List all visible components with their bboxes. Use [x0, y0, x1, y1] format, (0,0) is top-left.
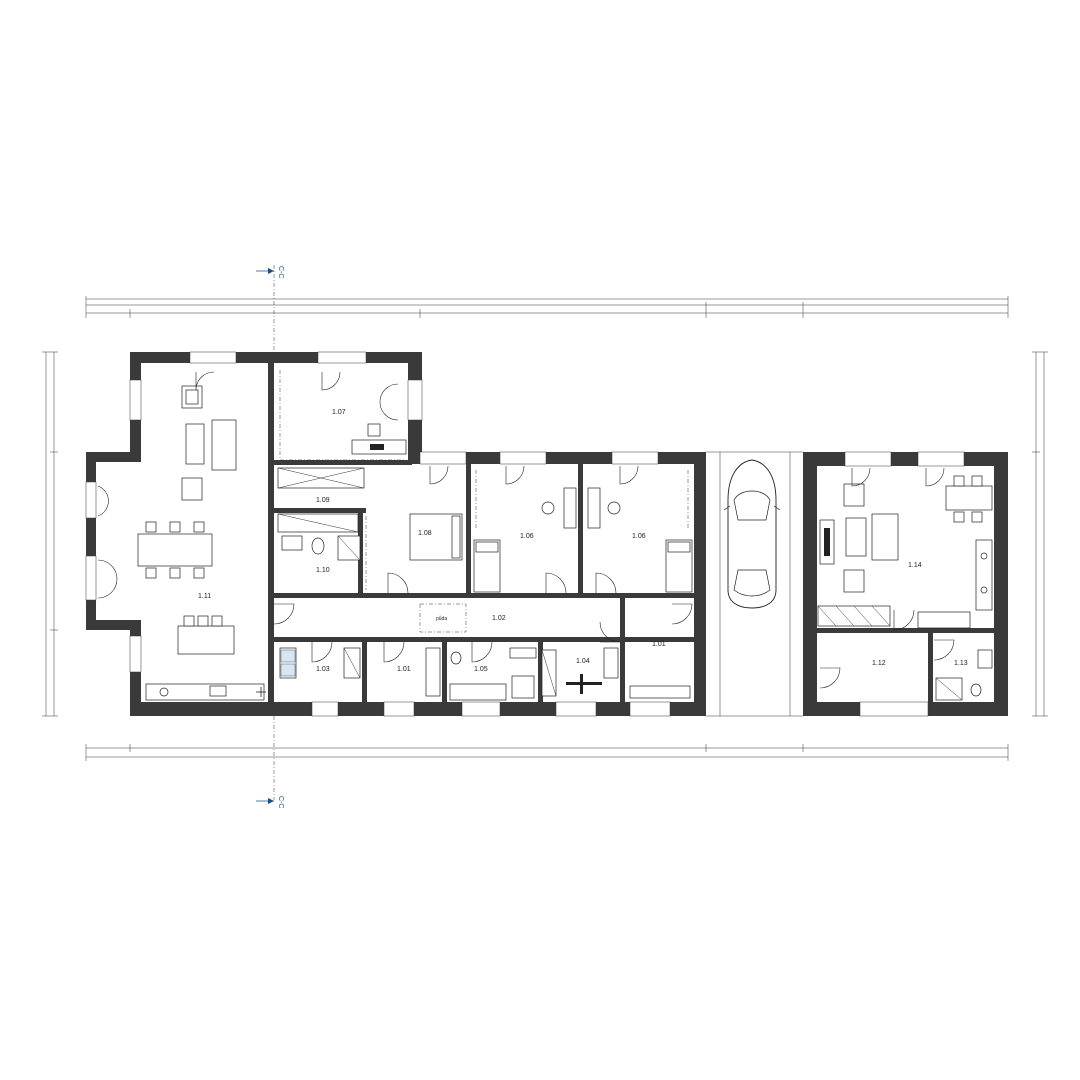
study-furniture	[279, 370, 407, 461]
room-label-1-09: 1.09	[316, 497, 330, 504]
room-label-1-14: 1.14	[908, 562, 922, 569]
room-label-1-12: 1.12	[872, 660, 886, 667]
carport	[706, 451, 803, 717]
windows	[85, 351, 965, 717]
section-marker-top: C-C	[277, 266, 284, 278]
car-icon	[723, 459, 781, 609]
room-label-1-01-left: 1.01	[397, 666, 411, 673]
living-room-furniture	[137, 385, 266, 701]
apartment-1-14-furniture	[817, 475, 993, 629]
wardrobe-furniture	[277, 467, 365, 533]
room-label-1-01-right: 1.01	[652, 641, 666, 648]
apartment-bath-fixtures	[935, 649, 993, 701]
pude-label: půda	[436, 615, 447, 622]
room-label-1-05: 1.05	[474, 666, 488, 673]
bedroom-1-06-furniture	[473, 470, 693, 593]
section-marker-bottom: C-C	[277, 796, 284, 808]
room-label-1-02: 1.02	[492, 615, 506, 622]
doors	[97, 371, 955, 689]
bedroom-1-08-furniture	[365, 513, 463, 590]
room-label-1-13: 1.13	[954, 660, 968, 667]
room-label-1-10: 1.10	[316, 567, 330, 574]
right-dimension-chain	[1032, 351, 1048, 717]
lower-rooms-fixtures	[279, 647, 691, 701]
corridor-furniture	[419, 603, 467, 633]
room-label-1-06-right: 1.06	[632, 533, 646, 540]
room-label-1-08: 1.08	[418, 530, 432, 537]
room-label-1-03: 1.03	[316, 666, 330, 673]
top-dimension-chain	[85, 296, 1009, 318]
bathroom-1-10-fixtures	[281, 535, 361, 561]
section-line-c-c	[256, 265, 275, 804]
bottom-dimension-chain	[85, 744, 1009, 761]
room-label-1-04: 1.04	[576, 658, 590, 665]
left-dimension-chain	[42, 351, 58, 717]
room-label-1-06-left: 1.06	[520, 533, 534, 540]
room-label-1-07: 1.07	[332, 409, 346, 416]
room-label-1-11: 1.11	[198, 593, 211, 600]
